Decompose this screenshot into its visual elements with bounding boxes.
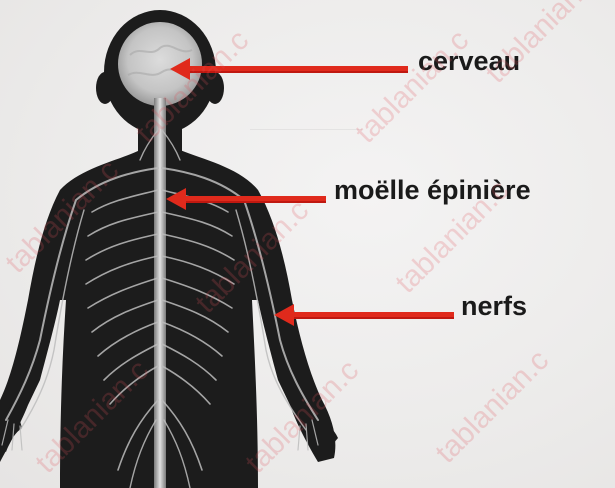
- arrow-nerves: [274, 304, 454, 326]
- label-brain: cerveau: [418, 46, 520, 77]
- spinal-cord: [154, 98, 166, 488]
- label-nerves: nerfs: [461, 291, 527, 322]
- label-spinal-cord: moëlle épinière: [334, 175, 531, 206]
